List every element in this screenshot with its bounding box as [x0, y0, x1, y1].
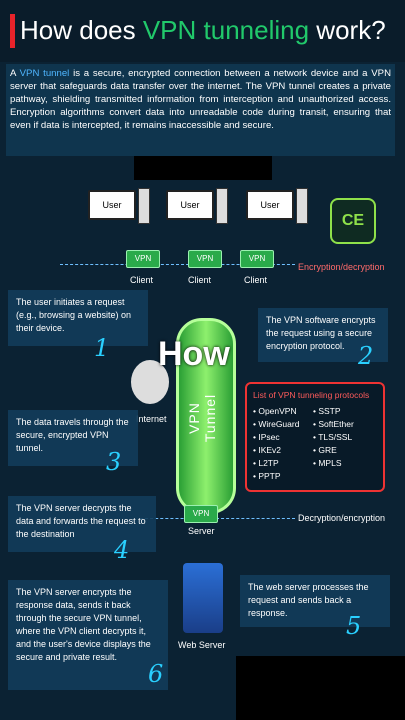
- step-6-box: The VPN server encrypts the response dat…: [8, 580, 168, 690]
- protocol-item: MPLS: [313, 457, 373, 470]
- protocol-item: IPsec: [253, 431, 313, 444]
- protocol-item: SoftEther: [313, 418, 373, 431]
- protocol-item: TLS/SSL: [313, 431, 373, 444]
- internet-label: Internet: [136, 414, 167, 424]
- title-accent-bar: [10, 14, 15, 48]
- user-computer-icon: User: [88, 190, 136, 220]
- overlay-caption: How: [158, 335, 230, 373]
- protocol-item: WireGuard: [253, 418, 313, 431]
- page-title: How does VPN tunneling work?: [20, 15, 386, 45]
- pc-tower-icon: [216, 188, 228, 224]
- web-server-label: Web Server: [178, 640, 226, 650]
- step-number: 2: [358, 342, 374, 370]
- user-computer-icon: User: [246, 190, 294, 220]
- decryption-label: Decryption/encryption: [298, 513, 386, 523]
- encryption-boundary-line: [60, 264, 295, 265]
- user-computer-icon: User: [166, 190, 214, 220]
- protocol-item: PPTP: [253, 470, 313, 483]
- pc-tower-icon: [296, 188, 308, 224]
- step-number: 1: [94, 334, 110, 362]
- redaction-block: [236, 656, 405, 720]
- protocols-title: List of VPN tunneling protocols: [253, 390, 370, 400]
- protocols-column: SSTP SoftEther TLS/SSL GRE MPLS: [313, 405, 373, 470]
- web-server-icon: [183, 563, 223, 633]
- step-number: 4: [114, 536, 130, 564]
- redaction-block: [134, 156, 272, 180]
- protocol-item: SSTP: [313, 405, 373, 418]
- encryption-label: Encryption/decryption: [298, 262, 385, 272]
- step-2-box: The VPN software encrypts the request us…: [258, 308, 388, 362]
- step-5-box: The web server processes the request and…: [240, 575, 390, 627]
- step-number: 6: [148, 660, 164, 688]
- brand-logo: CE: [330, 198, 376, 244]
- vpn-client-chip: VPN: [240, 250, 274, 268]
- step-3-box: The data travels through the secure, enc…: [8, 410, 138, 466]
- vpn-server-chip: VPN: [184, 505, 218, 523]
- step-number: 5: [346, 612, 362, 640]
- step-number: 3: [106, 448, 122, 476]
- client-label: Client: [244, 275, 268, 285]
- vpn-client-chip: VPN: [188, 250, 222, 268]
- step-4-box: The VPN server decrypts the data and for…: [8, 496, 156, 552]
- client-label: Client: [130, 275, 154, 285]
- protocol-item: GRE: [313, 444, 373, 457]
- vpn-client-chip: VPN: [126, 250, 160, 268]
- step-1-box: The user initiates a request (e.g., brow…: [8, 290, 148, 346]
- tunnel-label: VPN Tunnel: [186, 393, 218, 443]
- protocol-item: L2TP: [253, 457, 313, 470]
- pc-tower-icon: [138, 188, 150, 224]
- intro-paragraph: A VPN tunnel is a secure, encrypted conn…: [6, 64, 395, 156]
- header: [0, 0, 405, 62]
- protocol-item: IKEv2: [253, 444, 313, 457]
- protocol-item: OpenVPN: [253, 405, 313, 418]
- server-label: Server: [188, 526, 215, 536]
- vpn-tunnel: [176, 318, 236, 514]
- client-label: Client: [188, 275, 212, 285]
- protocols-list-box: List of VPN tunneling protocols OpenVPN …: [245, 382, 385, 492]
- protocols-column: OpenVPN WireGuard IPsec IKEv2 L2TP PPTP: [253, 405, 313, 483]
- globe-icon: [131, 360, 169, 404]
